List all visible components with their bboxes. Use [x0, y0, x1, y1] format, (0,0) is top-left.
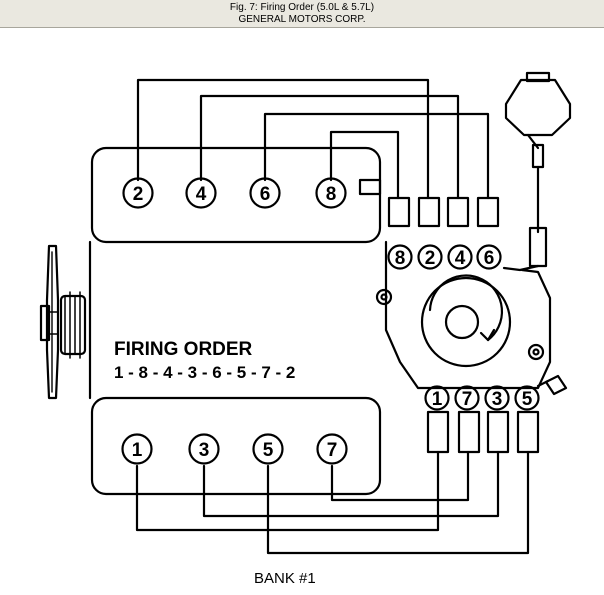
- figure-header: Fig. 7: Firing Order (5.0L & 5.7L) GENER…: [0, 0, 604, 28]
- cylinder-3: [188, 433, 220, 465]
- plug-wire-3: [202, 450, 500, 518]
- plug-wire-4: [199, 94, 460, 200]
- cap-terminal-8: [387, 244, 413, 270]
- upper-plug-boots: [387, 196, 500, 228]
- cap-terminal-5: [514, 385, 540, 411]
- mounting-bolt-icon: [375, 288, 393, 306]
- cylinder-5: [252, 433, 284, 465]
- cap-terminal-4-label: 4: [455, 248, 466, 269]
- cap-terminal-4: [447, 244, 473, 270]
- vacuum-fitting-icon: [536, 374, 568, 396]
- plug-wire-7: [330, 450, 470, 502]
- lower-plug-boots: [426, 410, 540, 454]
- cylinder-2-label: 2: [133, 184, 144, 205]
- plug-wire-2: [136, 78, 430, 200]
- cylinder-7-label: 7: [327, 440, 338, 461]
- cylinder-3-label: 3: [199, 440, 210, 461]
- lower-cylinder-bank: [90, 396, 382, 496]
- figure-subtitle: GENERAL MOTORS CORP.: [238, 14, 366, 25]
- cylinder-2: [122, 177, 154, 209]
- bank-label: BANK #1: [254, 570, 316, 587]
- cap-terminal-2-label: 2: [425, 248, 436, 269]
- cap-terminal-6-label: 6: [484, 248, 495, 269]
- cap-terminal-7-label: 7: [462, 389, 473, 410]
- cylinder-4-label: 4: [196, 184, 207, 205]
- cap-terminal-3-label: 3: [492, 389, 503, 410]
- firing-order-label: FIRING ORDER: [114, 339, 253, 360]
- cylinder-7: [316, 433, 348, 465]
- fan-icon: [39, 244, 60, 400]
- ignition-coil-icon: [502, 71, 572, 272]
- distributor-cap: [358, 178, 552, 390]
- cap-terminal-2: [417, 244, 443, 270]
- cap-terminal-3: [484, 385, 510, 411]
- firing-order-diagram: 2 4 6 8 1 3 5 7 8 2 4 6 1 7 3 5 FIRING O…: [39, 71, 572, 587]
- cylinder-1: [121, 433, 153, 465]
- cap-terminal-1: [424, 385, 450, 411]
- plug-wire-5: [266, 450, 530, 555]
- firing-order-sequence: 1 - 8 - 4 - 3 - 6 - 5 - 7 - 2: [114, 363, 295, 382]
- cylinder-6: [249, 177, 281, 209]
- plug-wire-6: [263, 112, 490, 200]
- rotor-icon: [420, 274, 512, 368]
- plug-wire-8: [329, 130, 400, 200]
- mounting-bolt-icon: [527, 343, 545, 361]
- cylinder-5-label: 5: [263, 440, 274, 461]
- cap-terminal-8-label: 8: [395, 248, 406, 269]
- cap-terminal-1-label: 1: [432, 389, 443, 410]
- pulley-icon: [59, 291, 87, 359]
- cylinder-4: [185, 177, 217, 209]
- cap-terminal-6: [476, 244, 502, 270]
- plug-wire-1: [135, 450, 440, 532]
- cylinder-6-label: 6: [260, 184, 271, 205]
- cylinder-1-label: 1: [132, 440, 143, 461]
- cap-terminal-7: [454, 385, 480, 411]
- figure-title: Fig. 7: Firing Order (5.0L & 5.7L): [229, 2, 375, 13]
- cap-terminal-5-label: 5: [522, 389, 533, 410]
- cylinder-8-label: 8: [326, 184, 337, 205]
- cylinder-8: [315, 177, 347, 209]
